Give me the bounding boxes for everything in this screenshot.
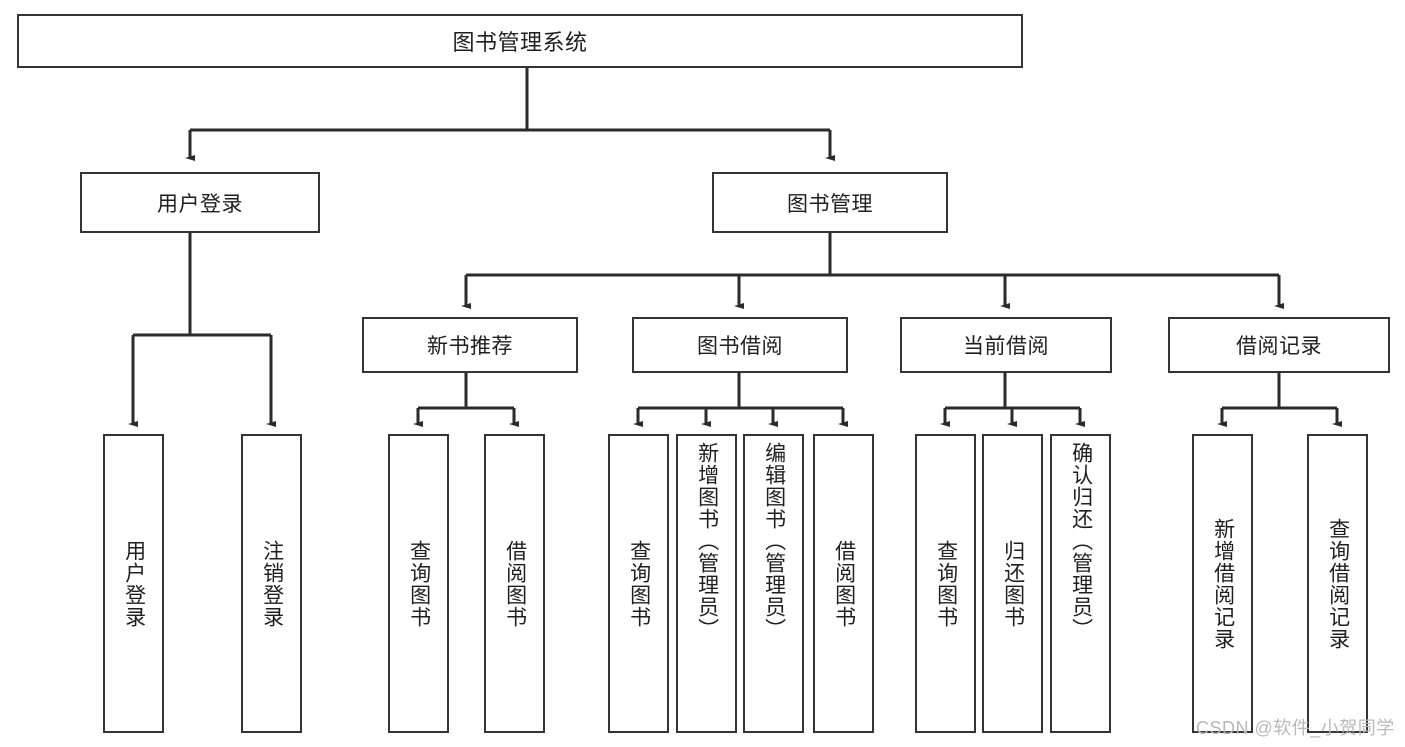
leaf-label: 查询图书 [627, 539, 651, 628]
leaf-label: 归还图书 [1001, 539, 1025, 628]
node-new-book-recommend[interactable]: 新书推荐 [362, 317, 578, 373]
leaf-label: 借阅图书 [503, 539, 527, 628]
leaf-label: 注销登录 [260, 539, 284, 628]
leaf-borrow-record-query[interactable]: 查询借阅记录 [1307, 434, 1368, 733]
leaf-label: 新增图书（管理员） [695, 442, 719, 640]
node-book-borrow[interactable]: 图书借阅 [632, 317, 848, 373]
leaf-label: 查询图书 [407, 539, 431, 628]
node-user-login[interactable]: 用户登录 [80, 172, 320, 233]
node-root-system[interactable]: 图书管理系统 [17, 14, 1023, 68]
leaf-new-book-query[interactable]: 查询图书 [388, 434, 449, 733]
leaf-label: 查询图书 [934, 539, 958, 628]
leaf-book-borrow-borrow[interactable]: 借阅图书 [813, 434, 874, 733]
leaf-book-borrow-edit[interactable]: 编辑图书（管理员） [743, 434, 804, 733]
node-book-management[interactable]: 图书管理 [712, 172, 948, 233]
leaf-current-borrow-return[interactable]: 归还图书 [982, 434, 1043, 733]
leaf-label: 确认归还（管理员） [1069, 442, 1093, 640]
leaf-label: 编辑图书（管理员） [762, 442, 786, 640]
leaf-label: 用户登录 [122, 539, 146, 628]
leaf-user-login-logout[interactable]: 注销登录 [241, 434, 302, 733]
node-current-borrow[interactable]: 当前借阅 [900, 317, 1112, 373]
leaf-book-borrow-query[interactable]: 查询图书 [608, 434, 669, 733]
leaf-book-borrow-add[interactable]: 新增图书（管理员） [676, 434, 737, 733]
leaf-current-borrow-query[interactable]: 查询图书 [915, 434, 976, 733]
leaf-label: 新增借阅记录 [1211, 517, 1235, 650]
node-borrow-record[interactable]: 借阅记录 [1168, 317, 1390, 373]
leaf-borrow-record-add[interactable]: 新增借阅记录 [1192, 434, 1253, 733]
leaf-label: 借阅图书 [832, 539, 856, 628]
leaf-user-login-login[interactable]: 用户登录 [103, 434, 164, 733]
leaf-label: 查询借阅记录 [1326, 517, 1350, 650]
csdn-watermark: CSDN @软件_小贺同学 [1196, 718, 1395, 738]
leaf-current-borrow-confirm-return[interactable]: 确认归还（管理员） [1050, 434, 1111, 733]
leaf-new-book-borrow[interactable]: 借阅图书 [484, 434, 545, 733]
